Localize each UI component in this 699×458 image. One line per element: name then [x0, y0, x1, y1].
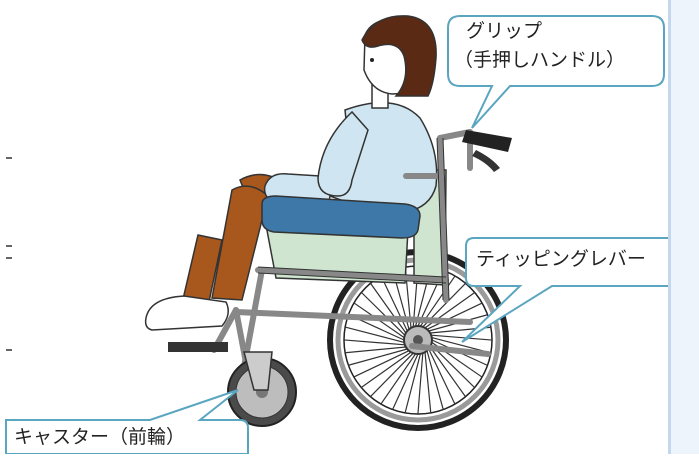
wheel-spoke: [428, 348, 456, 405]
wheel-spoke: [392, 353, 419, 410]
wheel-spoke: [369, 352, 414, 398]
wheel-spoke: [404, 353, 422, 414]
wheel-spoke: [345, 346, 406, 354]
wheel-spoke: [426, 302, 483, 330]
wheel-spoke: [369, 282, 407, 334]
wheel-spoke: [380, 353, 417, 405]
wheel-spoke: [360, 351, 412, 389]
grip-callout-bubble: [447, 15, 665, 129]
left-edge-marks: [6, 157, 12, 351]
tipping-lever-label: ティッピングレバー: [476, 248, 646, 270]
foot: [144, 295, 229, 352]
wheel-spoke: [348, 348, 408, 366]
wheel-spoke: [344, 326, 405, 344]
wheel-spoke: [343, 339, 405, 346]
right-side-panel-strip: [668, 0, 699, 454]
frame-outline: [257, 137, 450, 301]
wheel-spoke: [417, 353, 424, 415]
wheel-spoke: [430, 344, 476, 389]
wheel-spoke: [424, 352, 432, 413]
grip-sublabel: （手押しハンドル）: [454, 49, 626, 71]
seat-cushion: [261, 195, 421, 239]
grip-label: グリップ: [466, 20, 543, 42]
caster-wheel: [227, 351, 297, 427]
head: [361, 15, 437, 109]
wheel-spoke: [360, 291, 406, 336]
caster-callout-bubble: [5, 389, 249, 455]
push-handle-grip: [462, 130, 512, 172]
wheel-spoke: [429, 346, 467, 398]
caster-label: キャスター（前輪）: [14, 426, 186, 448]
tipping-lever: [409, 343, 491, 357]
wheel-spoke: [353, 350, 410, 378]
wheel-spoke: [426, 350, 444, 410]
wheel-spoke: [431, 334, 493, 341]
